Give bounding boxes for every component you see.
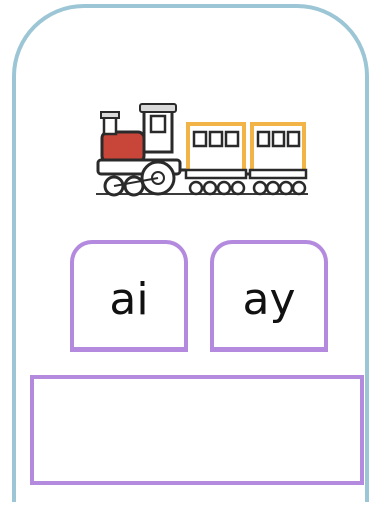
answer-drop-zone[interactable]: [30, 375, 364, 485]
tile-label: ai: [109, 273, 149, 325]
train-icon: [96, 103, 308, 197]
tile-ai[interactable]: ai: [70, 240, 188, 352]
tile-label: ay: [242, 273, 296, 325]
tile-ay[interactable]: ay: [210, 240, 328, 352]
